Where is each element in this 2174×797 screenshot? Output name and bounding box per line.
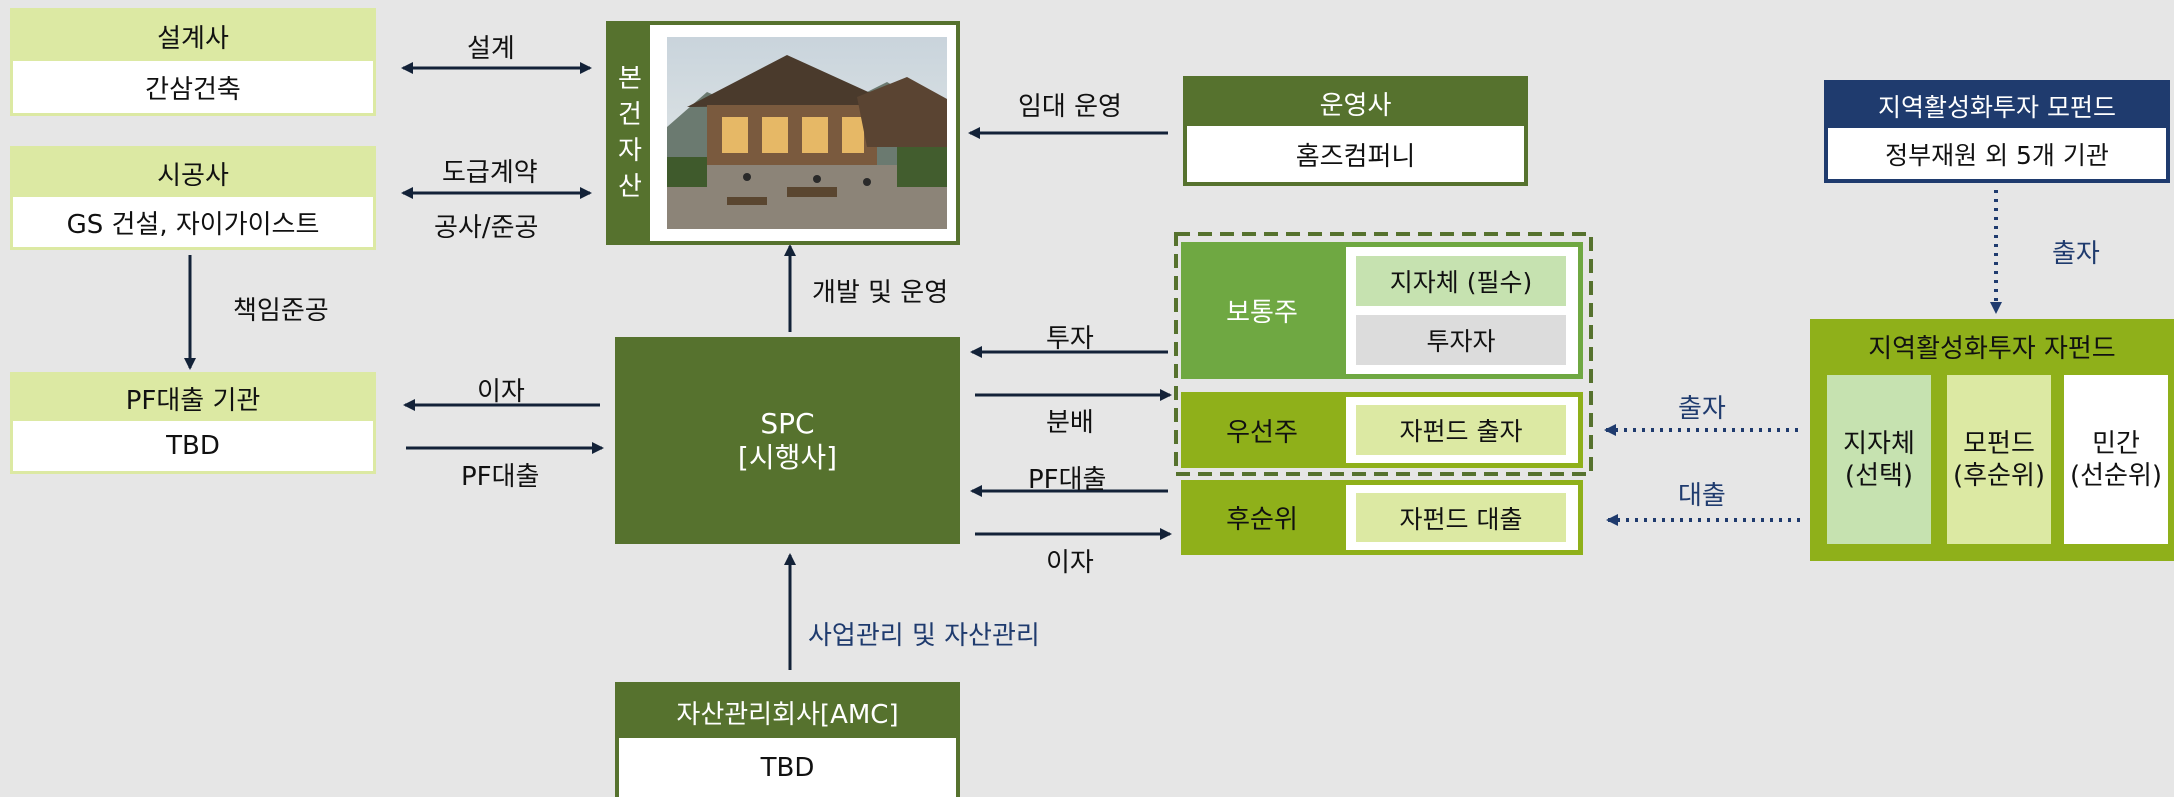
sub-fund-col2-line2: (후순위) xyxy=(1952,460,2046,491)
sub-fund-title: 지역활성화투자 자펀드 xyxy=(1868,333,2116,364)
preferred-item-subfund: 자펀드 출자 xyxy=(1356,405,1566,455)
common-item-local-gov: 지자체 (필수) xyxy=(1356,256,1566,306)
label-contrib-top: 출자 xyxy=(2052,239,2100,269)
subordinated-box: 후순위 자펀드 대출 xyxy=(1181,480,1583,555)
label-completion: 책임준공 xyxy=(233,296,329,326)
sub-fund-col-local-gov: 지자체 (선택) xyxy=(1827,375,1931,544)
common-stock-box: 보통주 지자체 (필수) 투자자 xyxy=(1181,242,1583,379)
operator-title: 운영사 xyxy=(1187,80,1524,126)
label-business-mgmt: 사업관리 및 자산관리 xyxy=(808,621,1040,651)
label-interest-left: 이자 xyxy=(477,377,525,407)
mother-fund-title: 지역활성화투자 모펀드 xyxy=(1828,84,2166,128)
pf-lender-title: PF대출 기관 xyxy=(13,375,373,421)
label-dev-ops: 개발 및 운영 xyxy=(812,278,949,308)
preferred-stock-label: 우선주 xyxy=(1226,417,1298,448)
operator-box: 운영사 홈즈컴퍼니 xyxy=(1183,76,1528,186)
amc-name: TBD xyxy=(619,738,956,797)
preferred-stock-box: 우선주 자펀드 출자 xyxy=(1181,392,1583,468)
mother-fund-box: 지역활성화투자 모펀드 정부재원 외 5개 기관 xyxy=(1824,80,2170,183)
builder-title: 시공사 xyxy=(13,149,373,197)
sub-fund-box: 지역활성화투자 자펀드 지자체 (선택) 모펀드 (후순위) 민간 (선순위) xyxy=(1810,319,2174,561)
label-interest-right: 이자 xyxy=(1046,548,1094,578)
spc-line1: SPC xyxy=(760,406,815,440)
common-stock-items: 지자체 (필수) 투자자 xyxy=(1346,247,1578,374)
label-pf-loan-right: PF대출 xyxy=(1028,465,1107,495)
subordinated-items: 자펀드 대출 xyxy=(1346,485,1578,550)
subordinated-label: 후순위 xyxy=(1226,505,1298,535)
label-dividend: 분배 xyxy=(1046,408,1094,438)
equity-dashed-border xyxy=(1174,232,1593,476)
asset-label: 본건자산 xyxy=(618,64,642,202)
sub-fund-col-mother: 모펀드 (후순위) xyxy=(1947,375,2051,544)
amc-title: 자산관리회사[AMC] xyxy=(619,686,956,738)
label-construction: 공사/준공 xyxy=(434,213,539,243)
designer-title: 설계사 xyxy=(13,11,373,61)
spc-line2: [시행사] xyxy=(737,440,838,474)
asset-label-strip: 본건자산 xyxy=(610,25,650,241)
label-lease-ops: 임대 운영 xyxy=(1018,92,1122,122)
sub-fund-col3-line1: 민간 xyxy=(2092,428,2140,459)
common-stock-label: 보통주 xyxy=(1226,298,1298,328)
label-pf-loan-left: PF대출 xyxy=(461,462,540,492)
pf-lender-name: TBD xyxy=(13,421,373,471)
subordinated-item-subfund-loan: 자펀드 대출 xyxy=(1356,493,1566,542)
builder-name: GS 건설, 자이가이스트 xyxy=(13,197,373,247)
designer-name: 간삼건축 xyxy=(13,61,373,113)
label-invest: 투자 xyxy=(1046,324,1094,354)
label-loan: 대출 xyxy=(1678,481,1726,511)
sub-fund-col-private: 민간 (선순위) xyxy=(2064,375,2168,544)
common-item-investor: 투자자 xyxy=(1356,315,1566,365)
amc-box: 자산관리회사[AMC] TBD xyxy=(615,682,960,797)
label-contract: 도급계약 xyxy=(442,158,538,188)
preferred-stock-items: 자펀드 출자 xyxy=(1346,397,1578,463)
builder-box: 시공사 GS 건설, 자이가이스트 xyxy=(10,146,376,250)
label-design: 설계 xyxy=(467,34,515,64)
sub-fund-col1-line2: (선택) xyxy=(1844,460,1914,491)
designer-box: 설계사 간삼건축 xyxy=(10,8,376,116)
sub-fund-col3-line2: (선순위) xyxy=(2069,460,2163,491)
operator-name: 홈즈컴퍼니 xyxy=(1187,126,1524,182)
asset-photo xyxy=(667,37,947,229)
mother-fund-name: 정부재원 외 5개 기관 xyxy=(1828,128,2166,179)
asset-box: 본건자산 xyxy=(606,21,960,245)
pf-lender-box: PF대출 기관 TBD xyxy=(10,372,376,474)
spc-box: SPC [시행사] xyxy=(615,337,960,544)
label-contrib-mid: 출자 xyxy=(1678,394,1726,424)
sub-fund-col2-line1: 모펀드 xyxy=(1963,428,2035,459)
sub-fund-col1-line1: 지자체 xyxy=(1843,428,1915,459)
